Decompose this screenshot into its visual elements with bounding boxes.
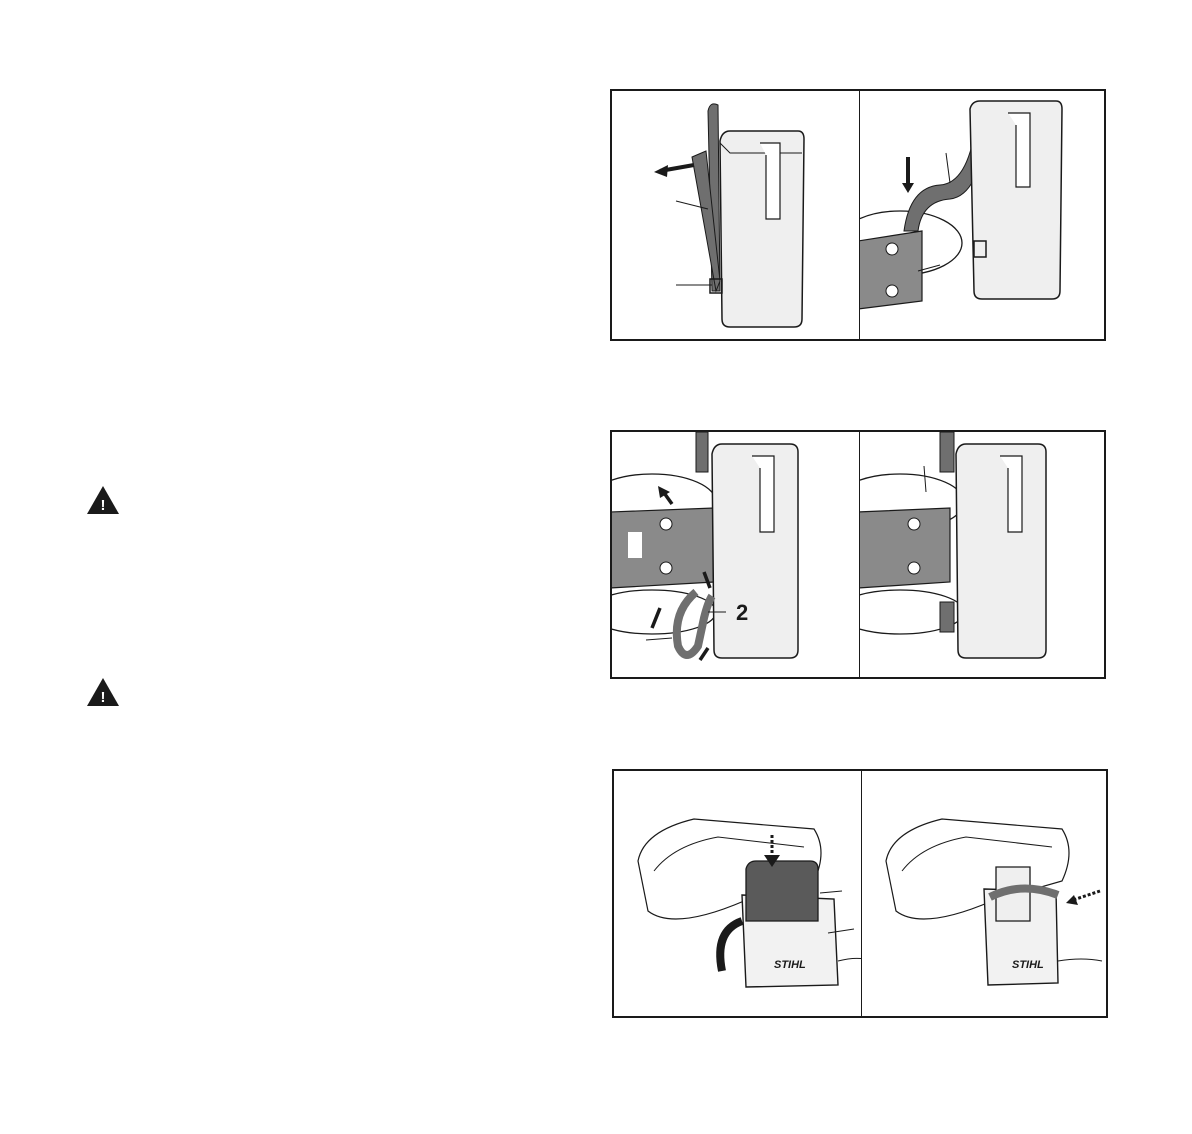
callout-number: 2 bbox=[736, 600, 748, 626]
battery-insert-illustration bbox=[614, 771, 861, 1018]
strap-threading-illustration bbox=[860, 91, 1106, 341]
svg-text:!: ! bbox=[101, 497, 106, 514]
warning-triangle-icon: ! bbox=[86, 485, 120, 515]
warning-triangle-icon: ! bbox=[86, 677, 120, 707]
figure-middle: 2 bbox=[610, 430, 1106, 679]
strap-tightened-illustration bbox=[860, 432, 1106, 679]
figure-top bbox=[610, 89, 1106, 341]
svg-text:!: ! bbox=[101, 689, 106, 706]
belt-strap-loop-illustration bbox=[612, 432, 859, 679]
stihl-logo: STIHL bbox=[774, 959, 806, 971]
strap-pull-illustration bbox=[612, 91, 859, 341]
battery-secured-illustration bbox=[862, 771, 1108, 1018]
figure-bottom: STIHL STIHL bbox=[612, 769, 1108, 1018]
stihl-logo: STIHL bbox=[1012, 959, 1044, 971]
